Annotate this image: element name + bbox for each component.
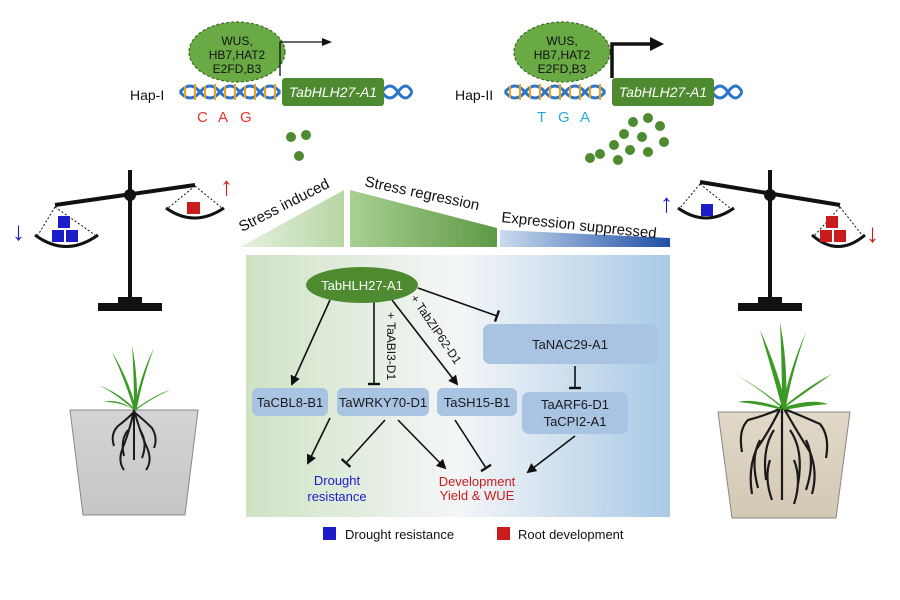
hap-i-tss-arrow: [279, 41, 325, 76]
hap-ii-gene-label: TabHLH27-A1: [619, 84, 707, 100]
left-plant-leaves: [98, 345, 170, 410]
edge-taarf-to-development: [526, 435, 576, 474]
edge-hub-to-tacbl: [290, 299, 331, 386]
outcome-drought-line-2: resistance: [307, 489, 366, 504]
network-background: [246, 255, 670, 517]
left-drought-down-arrow: ↓: [12, 216, 25, 246]
hap-i-tf-cluster: WUS, HB7,HAT2 E2FD,B3: [188, 21, 286, 83]
hap-i-label: Hap-I: [130, 87, 164, 103]
left-balance-scale: ↓ ↑: [12, 170, 233, 311]
node-tacbl-label: TaCBL8-B1: [257, 395, 323, 410]
hap-ii-dna-helix: [503, 84, 744, 100]
legend-drought-swatch: [323, 527, 336, 540]
left-pan-root-block: [187, 202, 200, 214]
left-plant-pot: [69, 345, 199, 516]
hap-i-tf-line-3: E2FD,B3: [213, 62, 262, 76]
outcome-drought-resistance: Drought resistance: [307, 473, 366, 504]
hap-ii-tss-arrow: [610, 42, 653, 78]
node-tawrky-label: TaWRKY70-D1: [339, 395, 427, 410]
hap-ii-tf-line-2: HB7,HAT2: [534, 48, 591, 62]
hap-ii-snp-3: A: [580, 109, 590, 126]
left-root-up-arrow: ↑: [220, 171, 233, 201]
right-plant-leaves: [732, 322, 832, 410]
legend-root-label: Root development: [518, 527, 624, 542]
outcome-drought-line-1: Drought: [314, 473, 361, 488]
right-pan-root-blocks: [820, 216, 846, 242]
node-tanac-label: TaNAC29-A1: [532, 337, 608, 352]
hap-i-locus: Hap-I WUS, HB7,HAT2 E2FD,B3: [130, 21, 414, 161]
node-tash: TaSH15-B1: [437, 388, 517, 416]
hap-ii-snp-1: T: [537, 109, 546, 126]
right-plant-pot: [717, 322, 851, 519]
hap-i-snp-2: A: [218, 109, 228, 126]
edge-tawrky-to-development: [397, 419, 447, 470]
node-taarf-tacpi: TaARF6-D1 TaCPI2-A1: [522, 392, 628, 434]
edge-tawrky-to-drought: [340, 419, 386, 468]
hap-i-protein-dots: [286, 130, 311, 161]
hub-node: TabHLH27-A1: [306, 267, 418, 303]
hap-i-tf-line-2: HB7,HAT2: [209, 48, 266, 62]
edge-tash-to-development: [454, 419, 492, 473]
hub-label: TabHLH27-A1: [321, 278, 403, 293]
hap-i-gene-label: TabHLH27-A1: [289, 84, 377, 100]
node-tanac: TaNAC29-A1: [483, 324, 658, 364]
regulatory-network-panel: TabHLH27-A1 + TaABI3-D1 + TabZIP62-D1 Ta…: [246, 255, 670, 517]
hap-ii-tf-cluster: WUS, HB7,HAT2 E2FD,B3: [513, 21, 611, 83]
hap-ii-tf-line-1: WUS,: [546, 34, 577, 48]
legend-root-swatch: [497, 527, 510, 540]
right-pan-drought-block: [701, 204, 713, 216]
outcome-development-line-1: Development: [439, 474, 516, 489]
legend-drought-label: Drought resistance: [345, 527, 454, 542]
hap-ii-tf-line-3: E2FD,B3: [538, 62, 587, 76]
phase-wedges: Stress induced Stress regression Express…: [236, 173, 670, 247]
edge-tacbl-to-drought: [307, 417, 331, 465]
node-tash-label: TaSH15-B1: [444, 395, 510, 410]
edge-hub-to-tanac: [417, 287, 501, 323]
hap-i-gene-box: TabHLH27-A1: [282, 78, 384, 106]
left-scale-beam: [54, 183, 196, 207]
left-pan-drought-blocks: [52, 216, 78, 242]
hap-i-snp-3: G: [240, 109, 252, 126]
node-tawrky: TaWRKY70-D1: [337, 388, 429, 416]
wedge-expression-suppressed: [500, 230, 670, 247]
legend: Drought resistance Root development: [323, 527, 624, 542]
outcome-development-line-2: Yield & WUE: [440, 488, 515, 503]
hap-i-dna-helix: [178, 84, 414, 100]
right-plant-roots: [739, 404, 829, 505]
hap-i-snp-1: C: [197, 109, 208, 126]
network-edges: [290, 287, 581, 474]
hap-i-tf-line-1: WUS,: [221, 34, 252, 48]
hap-ii-locus: Hap-II WUS, HB7,HAT2 E2FD,B3 TabHLH: [455, 21, 744, 165]
wedge-stress-regression: [350, 190, 497, 247]
right-balance-scale: ↑ ↓: [660, 170, 879, 311]
right-drought-up-arrow: ↑: [660, 188, 673, 218]
node-tacbl: TaCBL8-B1: [252, 388, 328, 416]
edge-hub-to-tash: [391, 299, 459, 386]
left-plant-roots: [111, 409, 157, 471]
node-tacpi-label: TaCPI2-A1: [544, 414, 607, 429]
hap-ii-snp-2: G: [558, 109, 570, 126]
wedge-stress-induced: [240, 190, 344, 247]
edge-label-abi3: + TaABI3-D1: [384, 312, 398, 380]
hap-ii-gene-box: TabHLH27-A1: [612, 78, 714, 106]
hap-ii-label: Hap-II: [455, 87, 493, 103]
outcome-development: Development Yield & WUE: [439, 474, 516, 503]
hap-ii-protein-dots: [585, 113, 669, 165]
node-taarf-label: TaARF6-D1: [541, 397, 609, 412]
right-root-down-arrow: ↓: [866, 218, 879, 248]
right-scale-beam: [699, 180, 841, 207]
